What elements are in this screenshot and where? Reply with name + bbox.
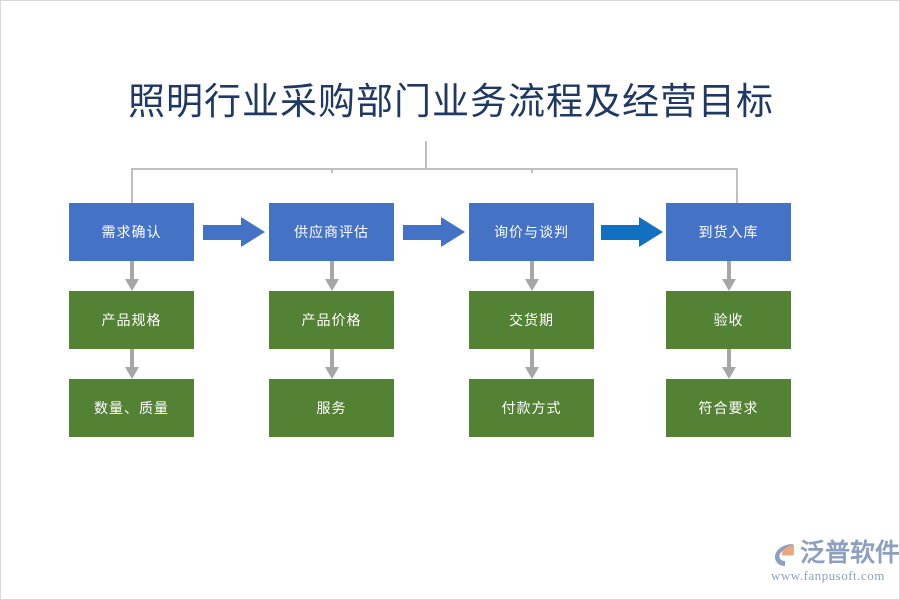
down-arrow-icon (525, 261, 539, 291)
right-arrow-icon-2 (403, 217, 465, 247)
stage-box-4[interactable]: 到货入库 (666, 203, 791, 261)
detail-label-4-1: 验收 (713, 312, 744, 328)
right-arrow-icon-1 (203, 217, 265, 247)
detail-label-1-2: 数量、质量 (94, 400, 169, 416)
right-arrow-icon-3 (601, 217, 663, 247)
stage-box-1[interactable]: 需求确认 (69, 203, 194, 261)
down-arrow-icon (722, 349, 736, 379)
detail-box-3-2[interactable]: 付款方式 (469, 379, 594, 437)
connector-stem (425, 141, 427, 169)
down-arrow-icon (125, 261, 139, 291)
detail-label-2-1: 产品价格 (301, 312, 362, 328)
detail-box-4-1[interactable]: 验收 (666, 291, 791, 349)
detail-label-4-2: 符合要求 (698, 400, 759, 416)
brand-logo: 泛普软件 www.fanpusoft.com (769, 539, 899, 587)
down-arrow-icon (325, 261, 339, 291)
connector-bus (131, 168, 738, 170)
detail-label-2-2: 服务 (316, 400, 347, 416)
detail-label-3-2: 付款方式 (501, 400, 562, 416)
detail-box-4-2[interactable]: 符合要求 (666, 379, 791, 437)
stage-label-4: 到货入库 (698, 224, 759, 240)
down-arrow-icon (125, 349, 139, 379)
stage-label-2: 供应商评估 (294, 224, 369, 240)
detail-box-2-1[interactable]: 产品价格 (269, 291, 394, 349)
connector-stub-2 (331, 168, 333, 173)
stage-label-3: 询价与谈判 (494, 224, 569, 240)
detail-label-1-1: 产品规格 (101, 312, 162, 328)
connector-drop-right (736, 168, 738, 203)
logo-url: www.fanpusoft.com (771, 568, 885, 583)
detail-box-3-1[interactable]: 交货期 (469, 291, 594, 349)
detail-box-1-1[interactable]: 产品规格 (69, 291, 194, 349)
down-arrow-icon (325, 349, 339, 379)
fanpu-logo-mark-icon (769, 541, 799, 569)
down-arrow-icon (722, 261, 736, 291)
connector-stub-3 (531, 168, 533, 173)
stage-label-1: 需求确认 (101, 224, 162, 240)
stage-box-3[interactable]: 询价与谈判 (469, 203, 594, 261)
down-arrow-icon (525, 349, 539, 379)
detail-label-3-1: 交货期 (509, 312, 554, 328)
connector-drop-left (131, 168, 133, 203)
stage-box-2[interactable]: 供应商评估 (269, 203, 394, 261)
logo-wordmark: 泛普软件 (800, 540, 900, 567)
page-title: 照明行业采购部门业务流程及经营目标 (128, 82, 774, 123)
detail-box-1-2[interactable]: 数量、质量 (69, 379, 194, 437)
detail-box-2-2[interactable]: 服务 (269, 379, 394, 437)
